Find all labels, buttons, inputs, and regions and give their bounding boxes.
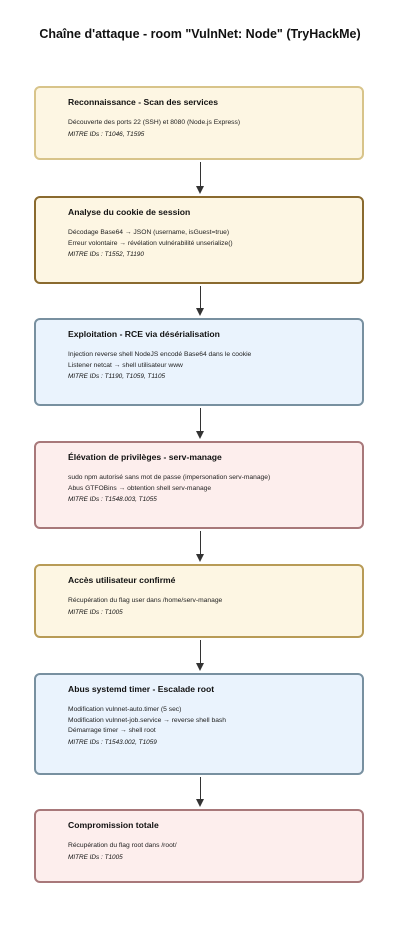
step-description-line: Modification vulnnet-job.service → rever… — [68, 716, 226, 724]
step-title: Exploitation - RCE via désérialisation — [68, 329, 220, 339]
step-description-line: sudo npm autorisé sans mot de passe (imp… — [68, 474, 271, 481]
arrow-head-icon — [196, 186, 204, 194]
arrow-line — [199, 777, 201, 800]
step-title: Élévation de privilèges - serv-manage — [68, 452, 222, 462]
step-description-line: Listener netcat → shell utilisateur www — [68, 361, 183, 369]
arrow-line — [199, 286, 201, 309]
arrow-head-icon — [196, 799, 204, 807]
arrow-line — [199, 408, 201, 432]
step-description-line: Démarrage timer → shell root — [68, 727, 156, 734]
step-mitre-ids: MITRE IDs : T1543.002, T1059 — [68, 738, 157, 746]
step-box: Élévation de privilèges - serv-manage sud… — [34, 441, 364, 529]
step-mitre-ids: MITRE IDs : T1552, T1190 — [68, 251, 144, 258]
arrow-line — [199, 531, 201, 555]
step-mitre-ids: MITRE IDs : T1548.003, T1055 — [68, 496, 157, 503]
step-mitre-ids: MITRE IDs : T1190, T1059, T1105 — [68, 373, 166, 380]
arrow-line — [199, 162, 201, 187]
step-description-line: Abus GTFOBins → obtention shell serv-man… — [68, 484, 212, 492]
step-description-line: Erreur volontaire → révélation vulnérabi… — [68, 239, 233, 247]
diagram-title: Chaîne d'attaque - room "VulnNet: Node" … — [39, 27, 361, 41]
step-mitre-ids: MITRE IDs : T1005 — [68, 608, 123, 616]
arrow-head-icon — [196, 431, 204, 439]
step-description-line: Modification vulnnet-auto.timer (5 sec) — [68, 706, 182, 713]
step-description-line: Découverte des ports 22 (SSH) et 8080 (N… — [68, 119, 241, 126]
step-mitre-ids: MITRE IDs : T1005 — [68, 853, 123, 861]
step-description-line: Injection reverse shell NodeJS encodé Ba… — [68, 351, 252, 358]
step-description-line: Récupération du flag user dans /home/ser… — [68, 597, 223, 604]
step-title: Analyse du cookie de session — [68, 207, 191, 217]
step-title: Compromission totale — [68, 820, 159, 830]
step-title: Reconnaissance - Scan des services — [68, 97, 218, 107]
step-title: Abus systemd timer - Escalade root — [68, 684, 215, 694]
arrow-head-icon — [196, 308, 204, 316]
step-mitre-ids: MITRE IDs : T1046, T1595 — [68, 130, 145, 138]
step-title: Accès utilisateur confirmé — [68, 575, 176, 585]
step-description-line: Récupération du flag root dans /root/ — [68, 842, 177, 849]
step-description-line: Décodage Base64 → JSON (username, isGues… — [68, 229, 230, 236]
arrow-head-icon — [196, 554, 204, 562]
arrow-head-icon — [196, 663, 204, 671]
arrow-line — [199, 640, 201, 664]
